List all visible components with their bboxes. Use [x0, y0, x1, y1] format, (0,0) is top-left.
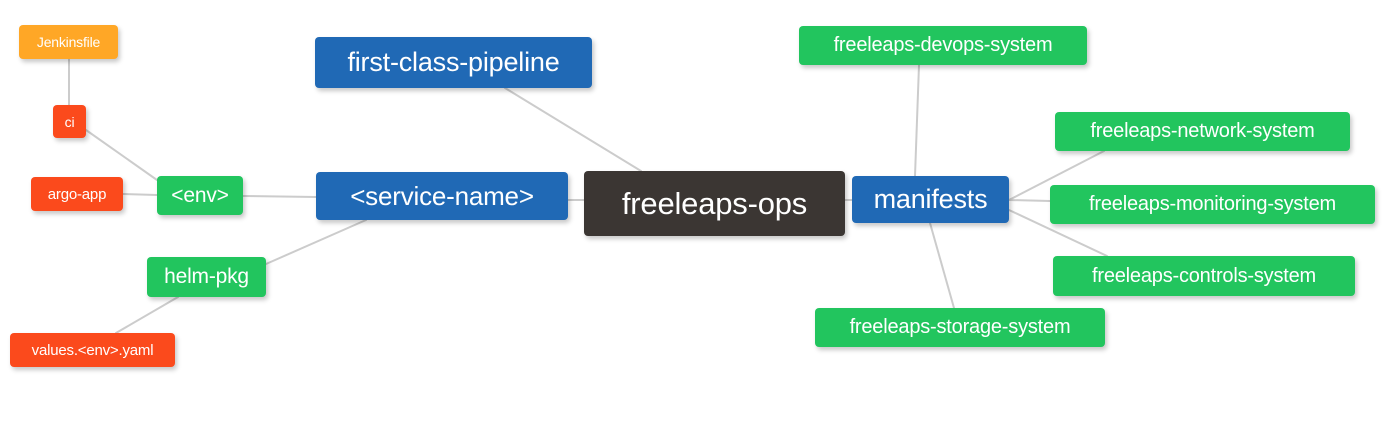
node-label-manifests: manifests [873, 184, 988, 214]
node-label-jenkinsfile: Jenkinsfile [36, 34, 101, 50]
node-storage-system[interactable]: freeleaps-storage-system [815, 308, 1105, 347]
edge-manifests-to-storage-system [929, 222, 955, 309]
node-devops-system[interactable]: freeleaps-devops-system [799, 26, 1087, 65]
node-label-argo-app: argo-app [47, 185, 107, 203]
node-label-controls-system: freeleaps-controls-system [1092, 264, 1316, 287]
node-ci[interactable]: ci [53, 105, 86, 138]
edge-manifests-to-monitoring-system [1008, 199, 1051, 202]
node-label-monitoring-system: freeleaps-monitoring-system [1089, 193, 1336, 215]
node-controls-system[interactable]: freeleaps-controls-system [1053, 256, 1355, 296]
node-service-name[interactable]: <service-name> [316, 172, 568, 220]
edge-ci-to-env [85, 129, 158, 181]
edge-manifests-to-devops-system [914, 64, 920, 177]
edge-argo-app-to-env [122, 193, 158, 196]
edge-service-name-to-helm-pkg [265, 219, 367, 265]
edge-helm-pkg-to-values-yaml [115, 296, 179, 334]
node-jenkinsfile[interactable]: Jenkinsfile [19, 25, 118, 59]
node-argo-app[interactable]: argo-app [31, 177, 123, 211]
node-helm-pkg[interactable]: helm-pkg [147, 257, 266, 297]
node-values-yaml[interactable]: values.<env>.yaml [10, 333, 175, 367]
node-env[interactable]: <env> [157, 176, 243, 215]
node-network-system[interactable]: freeleaps-network-system [1055, 112, 1350, 151]
node-label-helm-pkg: helm-pkg [164, 265, 249, 288]
node-label-first-class-pipeline: first-class-pipeline [347, 47, 560, 77]
node-freeleaps-ops[interactable]: freeleaps-ops [584, 171, 845, 236]
node-label-network-system: freeleaps-network-system [1090, 120, 1315, 142]
node-monitoring-system[interactable]: freeleaps-monitoring-system [1050, 185, 1375, 224]
edge-env-to-service-name [242, 195, 317, 198]
node-first-class-pipeline[interactable]: first-class-pipeline [315, 37, 592, 88]
node-label-freeleaps-ops: freeleaps-ops [621, 185, 808, 221]
node-label-service-name: <service-name> [350, 180, 534, 211]
node-label-values-yaml: values.<env>.yaml [31, 341, 154, 359]
node-label-ci: ci [64, 113, 75, 130]
node-label-storage-system: freeleaps-storage-system [849, 316, 1071, 338]
node-label-devops-system: freeleaps-devops-system [833, 34, 1053, 56]
node-manifests[interactable]: manifests [852, 176, 1009, 223]
edge-first-class-pipeline-to-freeleaps-ops [504, 87, 642, 172]
node-label-env: <env> [171, 183, 229, 207]
